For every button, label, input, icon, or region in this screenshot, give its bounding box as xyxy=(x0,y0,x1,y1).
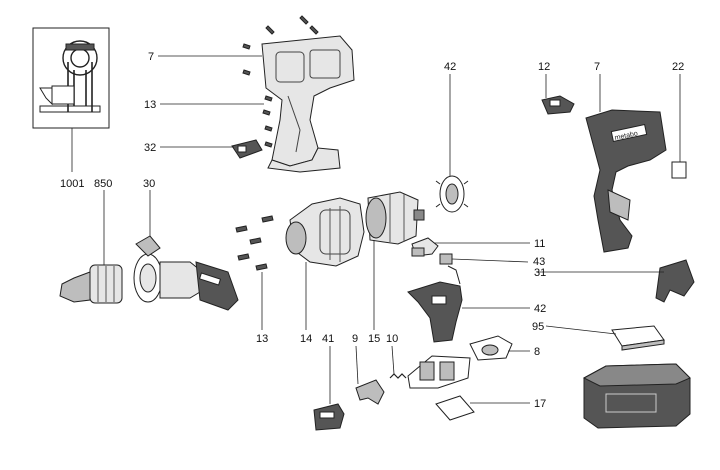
brand-logo: metabo xyxy=(614,130,638,142)
label-43: 43 xyxy=(533,256,545,268)
label-12: 12 xyxy=(538,61,550,73)
label-95: 95 xyxy=(532,321,544,333)
lock-lever xyxy=(355,379,385,405)
label-42-top: 42 xyxy=(444,61,456,73)
label-7-left: 7 xyxy=(148,51,154,63)
label-17: 17 xyxy=(534,398,546,410)
label-14: 14 xyxy=(300,333,312,345)
battery-foot xyxy=(407,355,471,389)
label-15: 15 xyxy=(368,333,380,345)
thermistor-clip xyxy=(439,253,453,265)
battery-pack xyxy=(582,363,691,429)
label-32: 32 xyxy=(144,142,156,154)
electronics-disk xyxy=(435,175,469,213)
housing-screws xyxy=(242,15,319,148)
label-41: 41 xyxy=(322,333,334,345)
label-11: 11 xyxy=(534,238,545,250)
direction-switch xyxy=(231,139,263,159)
keyless-chuck xyxy=(59,264,123,304)
rating-label xyxy=(671,161,687,179)
switch-cap xyxy=(411,237,439,257)
housing-half-left xyxy=(261,35,355,173)
label-13-left: 13 xyxy=(144,99,156,111)
label-850: 850 xyxy=(94,178,112,190)
label-42-mid: 42 xyxy=(534,303,546,315)
gearbox-screws xyxy=(235,215,274,271)
label-22: 22 xyxy=(672,61,684,73)
label-9: 9 xyxy=(352,333,358,345)
spring xyxy=(389,373,407,379)
electronics-module xyxy=(407,265,463,343)
side-handle xyxy=(133,235,239,311)
wiring-diagram-card xyxy=(32,27,110,129)
label-7-right: 7 xyxy=(594,61,600,73)
label-31: 31 xyxy=(534,267,546,279)
battery-latch xyxy=(469,335,513,361)
label-10: 10 xyxy=(386,333,398,345)
led-holder xyxy=(541,95,575,115)
label-30: 30 xyxy=(143,178,155,190)
battery-pad xyxy=(611,325,665,351)
housing-assembled-right: metabo xyxy=(585,109,667,253)
label-13-bottom: 13 xyxy=(256,333,268,345)
label-1001: 1001 xyxy=(60,178,84,190)
belt-clip xyxy=(655,259,695,303)
gearbox-assembly xyxy=(285,197,365,267)
base-sticker xyxy=(435,395,475,421)
contact-block xyxy=(313,403,345,431)
label-8: 8 xyxy=(534,346,540,358)
motor xyxy=(365,191,425,245)
